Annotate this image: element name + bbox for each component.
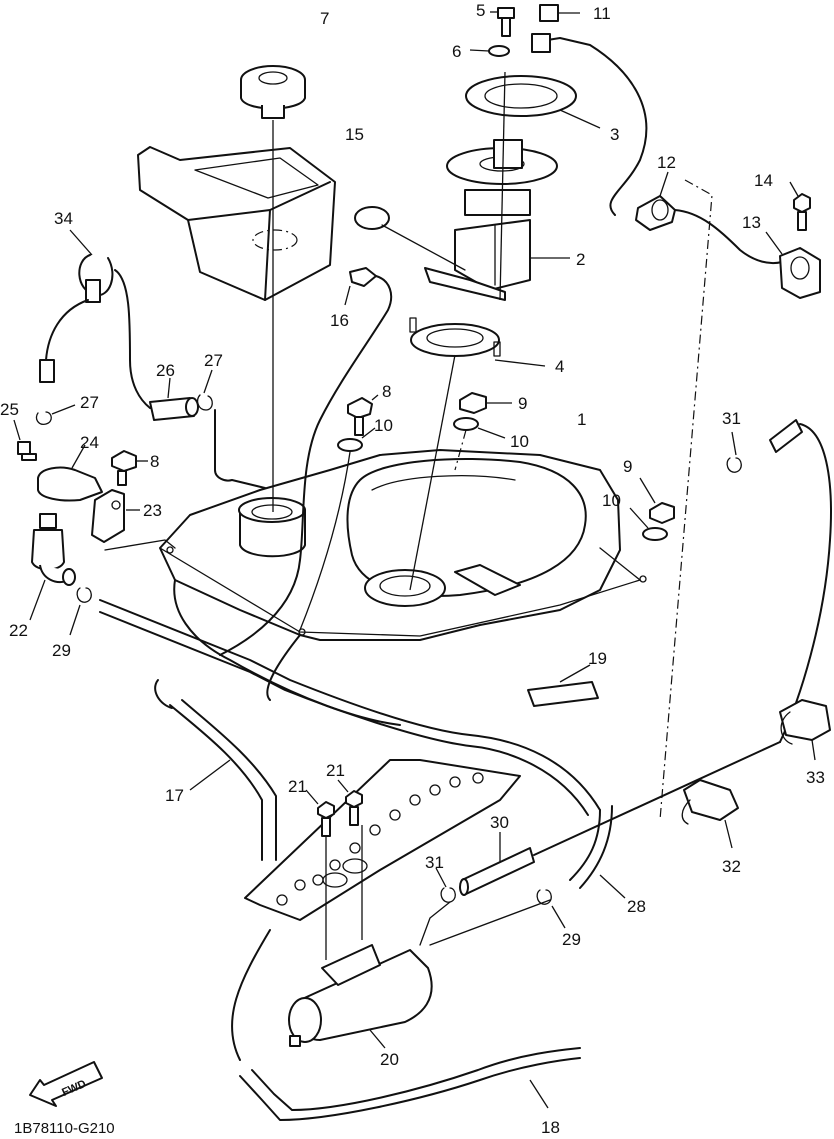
clip-31-lower xyxy=(435,867,456,903)
callout-32: 32 xyxy=(722,857,741,876)
callout-24: 24 xyxy=(80,433,99,452)
hose-26 xyxy=(149,377,199,421)
callout-11: 11 xyxy=(593,4,611,23)
callout-21b: 21 xyxy=(326,761,345,780)
fuel-pump-assy xyxy=(354,139,570,301)
clamp-32 xyxy=(681,779,739,849)
callout-3: 3 xyxy=(610,125,619,144)
callout-8a: 8 xyxy=(382,382,391,401)
clip-29-left xyxy=(69,587,92,636)
callout-22: 22 xyxy=(9,621,28,640)
callout-9b: 9 xyxy=(623,457,632,476)
bolt-8-upper xyxy=(347,394,379,436)
hose-17 xyxy=(99,599,601,861)
bolt-21-right xyxy=(337,779,363,940)
bolt-25 xyxy=(13,419,37,461)
callout-2: 2 xyxy=(576,250,585,269)
callout-20: 20 xyxy=(380,1050,399,1069)
clip-27-left xyxy=(35,404,76,425)
clip-29-lower xyxy=(536,889,566,929)
fuel-filter xyxy=(288,944,433,1049)
nut-9-right xyxy=(639,477,675,524)
washer-10-left xyxy=(337,427,376,452)
callout-34: 34 xyxy=(54,209,73,228)
callout-12: 12 xyxy=(657,153,676,172)
mounting-plate xyxy=(244,759,521,921)
bolt-14 xyxy=(789,181,811,231)
callout-4: 4 xyxy=(555,357,564,376)
callout-14: 14 xyxy=(754,171,773,190)
bolt-8-left xyxy=(111,450,148,486)
pipe-30 xyxy=(459,741,781,896)
bolt-5 xyxy=(490,7,515,37)
callout-23: 23 xyxy=(143,501,162,520)
bracket-23 xyxy=(91,489,140,543)
callout-10c: 10 xyxy=(602,491,621,510)
band-34 xyxy=(39,229,114,383)
callout-9a: 9 xyxy=(518,394,527,413)
clamp-12 xyxy=(635,171,676,231)
bracket-24 xyxy=(37,444,103,502)
fuel-tank xyxy=(159,449,647,726)
callout-33: 33 xyxy=(806,768,825,787)
pump-gasket xyxy=(465,75,601,129)
hose-18 xyxy=(231,929,581,1121)
callout-17: 17 xyxy=(165,786,184,805)
callout-18: 18 xyxy=(541,1118,560,1137)
callout-19: 19 xyxy=(588,649,607,668)
clip-27-right xyxy=(196,369,213,411)
callout-16: 16 xyxy=(330,311,349,330)
nut-9-upper xyxy=(459,392,512,414)
callout-29b: 29 xyxy=(562,930,581,949)
callout-8b: 8 xyxy=(150,452,159,471)
callout-25: 25 xyxy=(0,400,19,419)
connector-11 xyxy=(539,4,580,22)
clamp-13 xyxy=(765,231,821,299)
callout-21a: 21 xyxy=(288,777,307,796)
callout-27a: 27 xyxy=(204,351,223,370)
clip-31-upper xyxy=(726,431,742,473)
tank-cover xyxy=(137,146,336,301)
callout-29a: 29 xyxy=(52,641,71,660)
callout-31a: 31 xyxy=(722,409,741,428)
callout-27b: 27 xyxy=(80,393,99,412)
washer-6 xyxy=(469,45,510,57)
hose-right xyxy=(769,419,832,743)
diagram-code: 1B78110-G210 xyxy=(14,1120,115,1137)
callout-26: 26 xyxy=(156,361,175,380)
washer-10-right xyxy=(629,507,668,541)
callout-5: 5 xyxy=(476,1,485,20)
washer-10-middle xyxy=(453,417,506,439)
callout-10b: 10 xyxy=(510,432,529,451)
bolt-21-left xyxy=(305,789,335,960)
callout-30: 30 xyxy=(490,813,509,832)
filler-cap xyxy=(240,65,306,119)
fwd-arrow-icon: FWD xyxy=(29,1061,103,1107)
callout-31b: 31 xyxy=(425,853,444,872)
valve-22 xyxy=(29,513,76,621)
callout-15: 15 xyxy=(345,125,364,144)
callout-13: 13 xyxy=(742,213,761,232)
fitting-16 xyxy=(344,267,377,306)
callout-1: 1 xyxy=(577,410,586,429)
callout-10a: 10 xyxy=(374,416,393,435)
callout-28: 28 xyxy=(627,897,646,916)
part-19 xyxy=(527,664,599,707)
clamp-33 xyxy=(779,699,831,761)
retaining-ring xyxy=(409,317,546,367)
callout-6: 6 xyxy=(452,42,461,61)
callout-7: 7 xyxy=(320,9,329,28)
